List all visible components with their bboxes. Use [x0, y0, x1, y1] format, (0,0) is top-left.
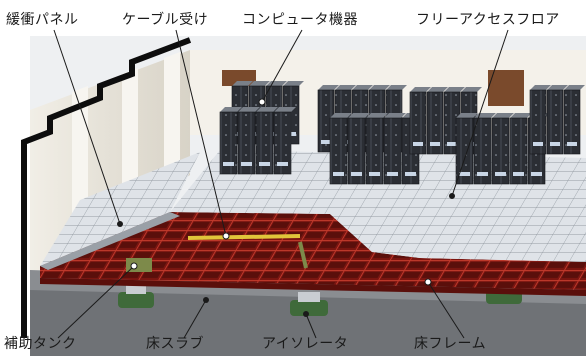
rack-badge: [223, 162, 234, 166]
wall-column: [122, 68, 138, 206]
rack-top: [318, 85, 339, 90]
computer-rack: [255, 111, 274, 175]
computer-rack: [509, 117, 528, 185]
isolator: [126, 284, 146, 294]
rack-badge: [430, 142, 440, 146]
rack-badge: [277, 162, 288, 166]
computer-rack: [347, 117, 366, 185]
cable-tray: [298, 241, 308, 269]
rack-top: [335, 85, 356, 90]
floor-edge: [40, 212, 180, 270]
door-right: [488, 70, 524, 106]
isolator: [118, 292, 154, 308]
rack-badge: [447, 142, 457, 146]
isolator: [298, 292, 320, 302]
rack-top: [238, 107, 260, 112]
rack-top: [352, 85, 373, 90]
computer-rack: [546, 89, 564, 155]
rack-badge: [413, 142, 423, 146]
aux-tank: [126, 258, 152, 272]
rack-top: [384, 113, 406, 118]
label-damping-panel: 緩衝パネル: [6, 12, 79, 28]
label-computer: コンピュータ機器: [242, 12, 358, 28]
rack-badge: [513, 172, 524, 176]
computer-rack: [383, 117, 402, 185]
label-floor-slab: 床スラブ: [146, 336, 204, 352]
computer-rack: [237, 111, 256, 175]
rack-badge: [533, 142, 543, 146]
computer-rack: [329, 117, 348, 185]
computer-rack: [273, 111, 292, 175]
rack-badge: [459, 172, 470, 176]
rack-top: [427, 87, 448, 92]
rack-top: [366, 113, 388, 118]
rack-top: [232, 81, 253, 86]
label-cable-tray: ケーブル受け: [122, 12, 209, 28]
rack-badge: [477, 172, 488, 176]
rack-badge: [567, 142, 577, 146]
rack-badge: [259, 162, 270, 166]
computer-rack: [365, 117, 384, 185]
rack-top: [564, 85, 585, 90]
label-free-access-floor: フリーアクセスフロア: [416, 12, 560, 28]
rack-badge: [333, 172, 344, 176]
computer-rack: [563, 89, 581, 155]
label-floor-frame: 床フレーム: [414, 336, 487, 352]
computer-rack: [426, 91, 444, 155]
rack-badge: [321, 140, 331, 144]
rack-badge: [351, 172, 362, 176]
rack-badge: [387, 172, 398, 176]
rack-badge: [531, 172, 542, 176]
rack-top: [410, 87, 431, 92]
rack-badge: [241, 162, 252, 166]
rack-badge: [550, 142, 560, 146]
rack-top: [386, 85, 407, 90]
rack-top: [510, 113, 532, 118]
rack-badge: [405, 172, 416, 176]
isolator: [290, 300, 328, 316]
rack-top: [256, 107, 278, 112]
label-isolator: アイソレータ: [262, 336, 349, 352]
cable-tray: [187, 234, 301, 240]
rack-top: [547, 85, 568, 90]
rack-top: [530, 85, 551, 90]
rack-top: [274, 107, 296, 112]
rack-top: [330, 113, 352, 118]
computer-rack: [529, 89, 547, 155]
rack-top: [369, 85, 390, 90]
computer-rack: [409, 91, 427, 155]
rack-badge: [369, 172, 380, 176]
rack-badge: [495, 172, 506, 176]
label-aux-tank: 補助タンク: [4, 336, 77, 352]
rack-top: [348, 113, 370, 118]
